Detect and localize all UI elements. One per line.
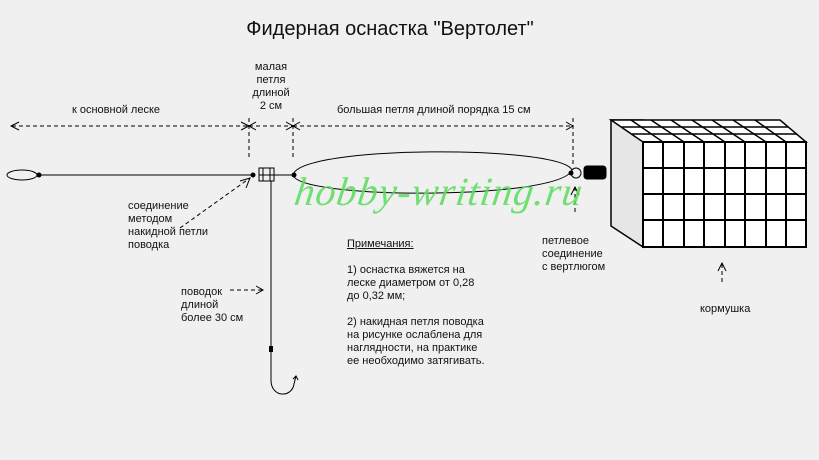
feeder-cage-icon — [608, 119, 809, 249]
swivel-icon — [583, 165, 607, 180]
knot-dot-4 — [568, 170, 574, 176]
knot-dot-3 — [291, 172, 297, 178]
leader-knot — [269, 346, 273, 352]
hook-icon — [270, 348, 297, 395]
knot-dot-2 — [250, 172, 256, 178]
dim-arrow-small-left — [247, 121, 257, 131]
line-end-loop — [6, 169, 38, 181]
knot-dot-1 — [36, 172, 42, 178]
callout-connection — [179, 177, 251, 229]
notes-heading: Примечания: — [347, 238, 414, 250]
dim-arrow-left — [9, 121, 20, 131]
diagram-title: Фидерная оснастка "Вертолет" — [246, 18, 534, 40]
label-big-loop: большая петля длиной порядка 15 см — [337, 104, 531, 116]
dim-arrow-big-left — [291, 121, 301, 131]
label-feeder: кормушка — [700, 303, 751, 315]
label-main-line: к основной леске — [72, 104, 161, 116]
watermark: hobby-writing.ru — [291, 169, 587, 214]
